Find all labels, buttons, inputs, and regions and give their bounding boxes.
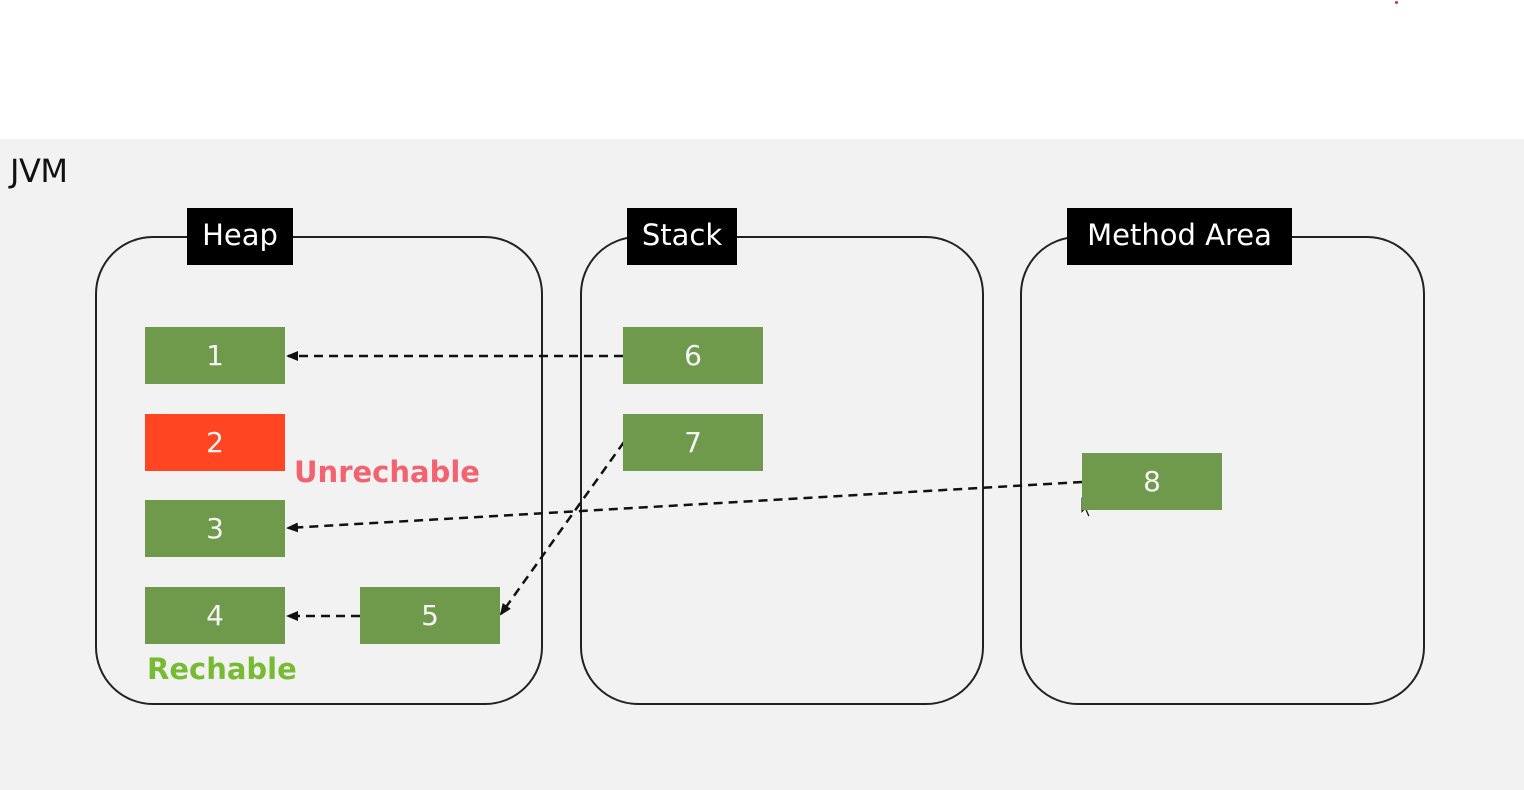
- stack-title: Stack: [627, 208, 737, 265]
- method-area-title: Method Area: [1067, 208, 1292, 265]
- object-1: 1: [145, 327, 285, 384]
- heap-title: Heap: [187, 208, 293, 265]
- method-area: [1020, 236, 1425, 705]
- object-5: 5: [360, 587, 500, 644]
- object-3: 3: [145, 500, 285, 557]
- jvm-label: JVM: [10, 152, 68, 190]
- object-4: 4: [145, 587, 285, 644]
- object-8: 8: [1082, 453, 1222, 510]
- red-dot-mark: [1395, 1, 1398, 4]
- object-6: 6: [623, 327, 763, 384]
- unreachable-label: Unrechable: [294, 455, 480, 489]
- reachable-label: Rechable: [147, 652, 297, 686]
- object-2: 2: [145, 414, 285, 471]
- object-7: 7: [623, 414, 763, 471]
